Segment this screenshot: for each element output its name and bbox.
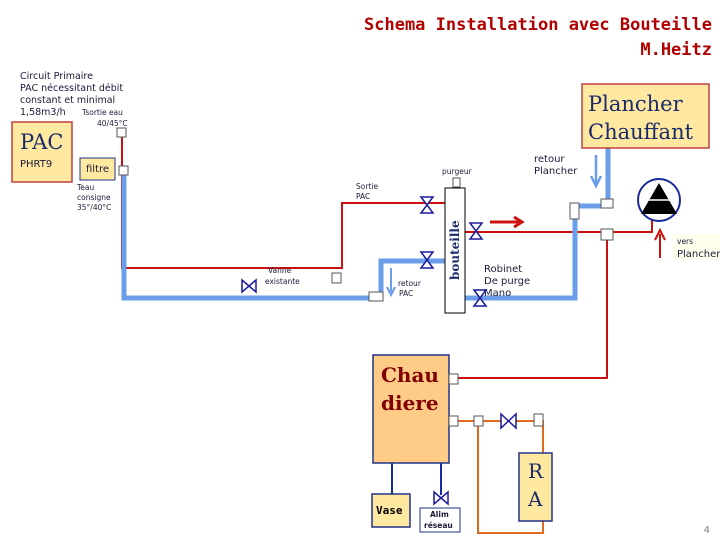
robinet-line3: Mano	[484, 288, 511, 299]
bouteille-label: bouteille	[448, 220, 462, 280]
robinet-line1: Robinet	[484, 264, 522, 275]
valve-chaudiere-loop	[500, 412, 517, 430]
vers-plancher-line1: vers	[677, 237, 693, 246]
fitting-chaudiere-bottom	[448, 415, 459, 427]
alim-line1: Alim	[430, 510, 449, 519]
retour-pac-line2: PAC	[399, 289, 413, 298]
vers-plancher-line2: Plancher	[677, 249, 720, 260]
robinet-line2: De purge	[484, 276, 530, 287]
pac-name: PAC	[20, 130, 63, 154]
valve-vanne-existante	[241, 278, 257, 294]
valve-sortie-pac	[419, 196, 435, 214]
fitting-loop-left	[473, 415, 484, 427]
arrow-retour-pac	[386, 268, 396, 298]
valve-bouteille-top	[468, 222, 484, 240]
pump-triangle	[641, 183, 677, 214]
chaudiere-line1: Chau	[381, 363, 439, 387]
chaudiere-box	[372, 354, 450, 464]
fitting-filtre	[118, 165, 129, 176]
teau-line2: consigne	[77, 193, 111, 202]
circuit-note-line3: constant et minimal	[20, 95, 115, 106]
pipe-plancher-supply	[453, 231, 608, 379]
vase-box	[371, 493, 411, 528]
teau-line3: 35°/40°C	[77, 203, 111, 212]
filtre-box	[79, 157, 116, 181]
ra-line1: R	[528, 459, 544, 483]
plancher-line2: Chauffant	[588, 120, 694, 144]
pac-box	[11, 121, 73, 183]
plancher-line1: Plancher	[588, 92, 684, 116]
valve-retour-pac	[419, 251, 435, 269]
pipe-bottle-return-bend	[378, 258, 445, 298]
fitting-plancher-left	[569, 202, 580, 220]
bouteille-box	[444, 187, 466, 314]
plancher-box	[581, 83, 710, 149]
fitting-vanne	[331, 272, 342, 284]
fitting-loop-right	[533, 413, 544, 427]
purgeur-fitting	[452, 177, 461, 188]
retour-plancher-line2: Plancher	[534, 166, 578, 177]
fitting-pump-junction	[600, 228, 614, 241]
fitting-chaudiere-top	[448, 373, 459, 385]
vase-label: Vase	[376, 504, 403, 517]
retour-plancher-line1: retour	[534, 154, 565, 165]
circuit-note-line1: Circuit Primaire	[20, 71, 93, 82]
pac-model: PHRT9	[20, 159, 52, 170]
fitting-plancher-right	[600, 198, 614, 209]
retour-pac-line1: retour	[398, 279, 422, 288]
vanne-line2: existante	[265, 277, 300, 286]
chaudiere-line2: diere	[381, 391, 439, 415]
ra-line2: A	[527, 487, 543, 511]
page-number: 4	[704, 525, 710, 536]
circuit-note-line4: 1,58m3/h	[20, 107, 66, 118]
alim-line2: réseau	[424, 521, 453, 530]
sortie-pac-line2: PAC	[356, 192, 370, 201]
alim-box	[419, 507, 461, 533]
valve-alim	[433, 490, 449, 506]
arrow-supply-right	[490, 215, 525, 229]
purgeur-label: purgeur	[442, 167, 473, 176]
tsortie-line2: 40/45°C	[97, 119, 128, 128]
title-line2: M.Heitz	[640, 40, 712, 60]
vanne-line1: Vanne	[268, 266, 292, 275]
valve-robinet	[472, 289, 488, 307]
title-line1: Schema Installation avec Bouteille	[364, 15, 712, 35]
fitting-retour-pac	[368, 291, 384, 302]
circuit-note-line2: PAC nécessitant débit	[20, 83, 123, 94]
arrow-up-vers	[654, 227, 666, 258]
pipe-pac-return	[121, 175, 381, 301]
teau-line1: Teau	[76, 183, 95, 192]
vers-plancher-bg	[673, 234, 720, 260]
fitting-pac-out	[116, 127, 127, 138]
sortie-pac-line1: Sortie	[356, 182, 378, 191]
pipe-pac-supply	[121, 133, 445, 269]
filtre-label: filtre	[86, 164, 109, 175]
tsortie-line1: Tsortie eau	[81, 108, 123, 117]
ra-box	[518, 452, 553, 522]
arrow-down-retour	[589, 155, 603, 189]
